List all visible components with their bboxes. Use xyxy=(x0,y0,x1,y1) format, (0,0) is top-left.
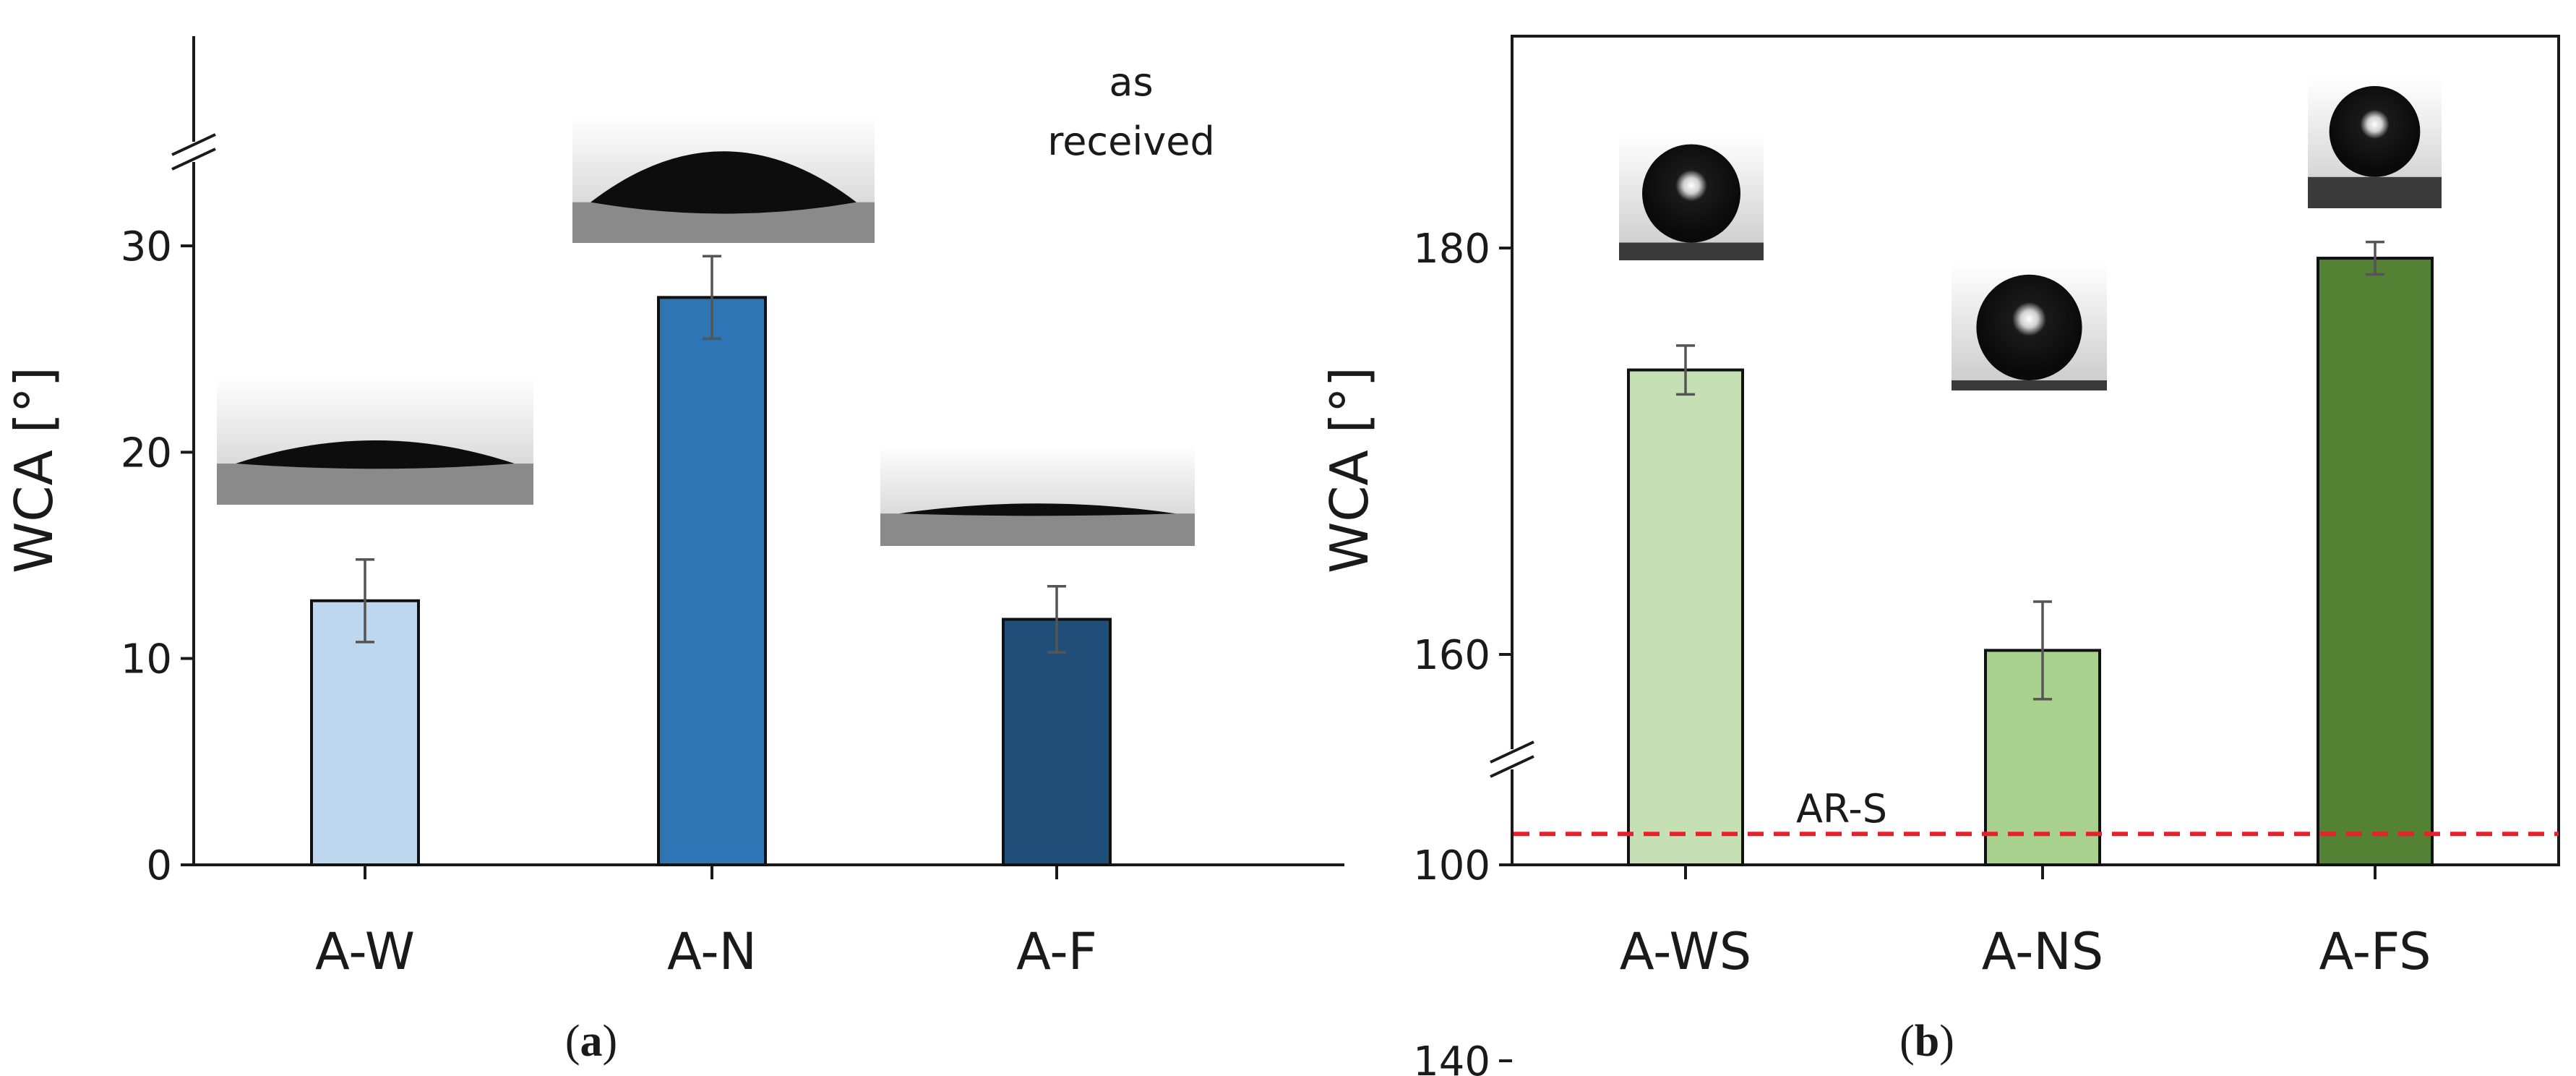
contact-angle-droplet-image xyxy=(217,376,533,505)
y-tick-label: 140 xyxy=(1413,1038,1490,1076)
contact-angle-droplet-image xyxy=(572,116,875,243)
droplet-substrate xyxy=(217,464,533,505)
reference-line-label: as xyxy=(1109,59,1153,105)
droplet-shape xyxy=(1642,144,1740,243)
x-tick-label: A-WS xyxy=(1620,922,1751,981)
y-tick-label: 0 xyxy=(146,842,172,889)
droplet-substrate xyxy=(880,513,1195,546)
contact-angle-droplet-image xyxy=(1619,134,1764,260)
reference-line-label: AR-S xyxy=(1796,786,1887,832)
bar xyxy=(1002,618,1112,866)
x-tick-label: A-FS xyxy=(2319,922,2431,981)
y-tick-label: 100 xyxy=(1413,842,1490,889)
contact-angle-droplet-image xyxy=(1952,264,2107,390)
bar xyxy=(1627,368,1744,867)
x-tick-label: A-F xyxy=(1016,922,1097,981)
axis-break-mark xyxy=(1490,755,1534,778)
bar xyxy=(657,296,767,866)
bar xyxy=(310,599,420,866)
x-tick-label: A-NS xyxy=(1982,922,2103,981)
axis-break-mark xyxy=(1490,740,1534,764)
x-tick-label: A-W xyxy=(315,922,415,981)
droplet-shape xyxy=(2329,85,2421,177)
axis-break-mark xyxy=(171,148,216,171)
y-tick-label: 30 xyxy=(121,223,172,270)
droplet-substrate xyxy=(1952,380,2107,390)
y-tick-label: 20 xyxy=(121,430,172,477)
y-axis-label: WCA [°] xyxy=(1319,367,1380,573)
droplet-shape xyxy=(236,440,515,469)
contact-angle-droplet-image xyxy=(2308,78,2442,208)
caption-b: (b) xyxy=(1899,1017,1954,1066)
y-tick-label: 160 xyxy=(1413,632,1490,679)
droplet-shape xyxy=(899,503,1176,516)
droplet-substrate xyxy=(2308,176,2442,208)
caption-a: (a) xyxy=(565,1017,617,1066)
y-tick-label: 180 xyxy=(1413,226,1490,273)
droplet-shape xyxy=(1976,274,2082,380)
droplet-substrate xyxy=(1619,242,1764,260)
droplet-shape xyxy=(591,151,856,214)
reference-line-label: received xyxy=(1047,119,1215,164)
x-tick-label: A-N xyxy=(667,922,757,981)
contact-angle-droplet-image xyxy=(880,445,1195,546)
y-tick-label: 10 xyxy=(121,636,172,683)
bar xyxy=(2317,257,2434,866)
axis-break-mark xyxy=(171,133,216,156)
y-axis-label: WCA [°] xyxy=(4,367,64,573)
